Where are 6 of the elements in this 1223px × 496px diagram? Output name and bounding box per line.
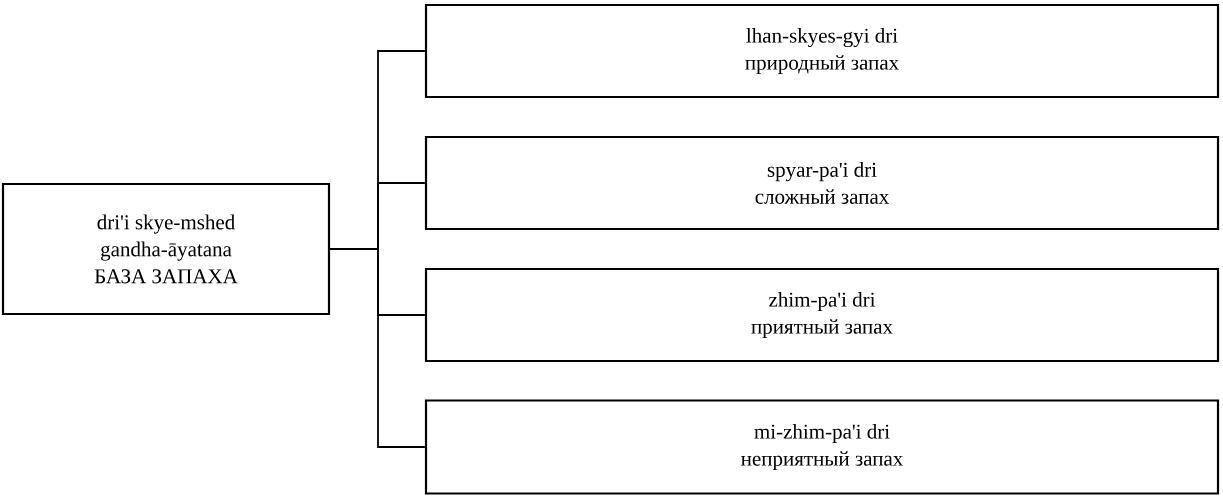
- item-box: lhan-skyes-gyi dri природный запах: [424, 3, 1220, 99]
- category-box: dri'i skye-mshed gandha-āyatana БАЗА ЗАПАХА: [1, 182, 331, 316]
- item-box: mi-zhim-pa'i dri неприятный запах: [424, 399, 1220, 495]
- connector-line: [329, 248, 426, 448]
- item-box: spyar-pa'i dri сложный запах: [424, 135, 1220, 231]
- item-box: zhim-pa'i dri приятный запах: [424, 267, 1220, 363]
